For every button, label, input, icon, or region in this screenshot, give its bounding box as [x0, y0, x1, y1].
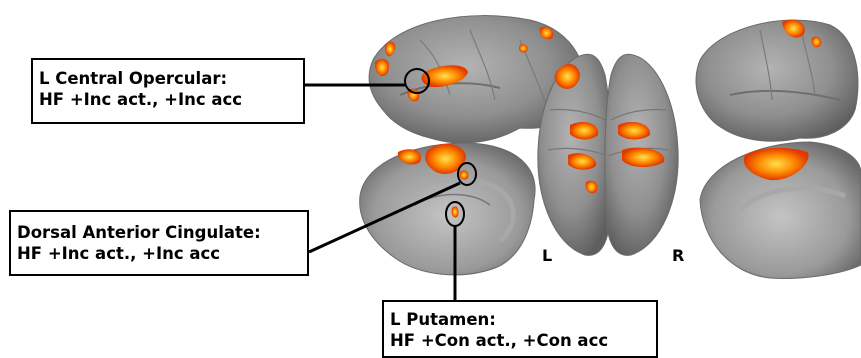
hemisphere-label-left: L [542, 246, 553, 265]
callout-title: L Putamen: [390, 310, 496, 329]
dorsal-right-hemisphere [604, 53, 679, 256]
activation-blob [459, 170, 469, 180]
callout-dorsal-anterior-cingulate: Dorsal Anterior Cingulate: HF +Inc act.,… [9, 210, 309, 276]
activation-blob [811, 36, 822, 48]
callout-detail: HF +Con act., +Con acc [390, 331, 609, 350]
highlight-ring-cingulate [457, 162, 477, 186]
activation-blob [622, 147, 665, 168]
highlight-ring-opercular [404, 68, 430, 94]
callout-title: L Central Opercular: [39, 69, 228, 88]
activation-blob [374, 58, 389, 77]
left-lateral-view [368, 15, 586, 144]
activation-blob [421, 65, 468, 88]
activation-blob [397, 149, 421, 165]
activation-blob [570, 121, 599, 140]
activation-blob [518, 44, 528, 53]
activation-blob [451, 206, 459, 218]
leader-line-cingulate [308, 181, 461, 254]
activation-blob [554, 64, 580, 89]
activation-blob [539, 26, 554, 40]
activation-blob [743, 147, 809, 181]
activation-blob [585, 180, 598, 194]
activation-blob [384, 41, 396, 57]
callout-central-opercular: L Central Opercular: HF +Inc act., +Inc … [31, 58, 305, 124]
callout-detail: HF +Inc act., +Inc acc [39, 90, 243, 109]
right-lateral-view [695, 19, 859, 142]
right-medial-view [699, 141, 861, 279]
dorsal-left-hemisphere [537, 53, 612, 256]
activation-blob [425, 143, 466, 175]
callout-detail: HF +Inc act., +Inc acc [17, 244, 221, 263]
activation-blob [782, 19, 805, 38]
callout-title: Dorsal Anterior Cingulate: [17, 223, 261, 242]
activation-blob [568, 153, 597, 170]
activation-blob [618, 121, 651, 140]
hemisphere-label-right: R [672, 246, 685, 265]
callout-putamen: L Putamen: HF +Con act., +Con acc [382, 300, 658, 358]
